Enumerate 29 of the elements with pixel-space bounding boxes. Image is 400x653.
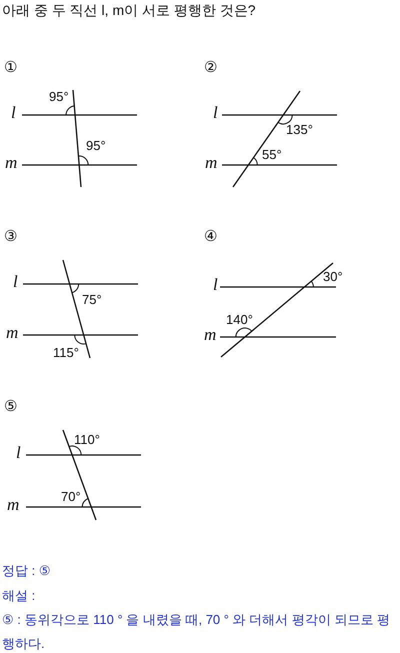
question-text: 아래 중 두 직선 l, m이 서로 평행한 것은? bbox=[2, 3, 256, 18]
option-number: ③ bbox=[4, 229, 18, 246]
angle-label: 115° bbox=[53, 346, 79, 360]
angle-label: 95° bbox=[49, 90, 69, 104]
option-number: ② bbox=[204, 60, 218, 76]
angle-label: 30° bbox=[323, 270, 343, 284]
angle-label: 110° bbox=[74, 433, 100, 448]
line-label: l bbox=[13, 273, 18, 292]
line-label: l bbox=[11, 104, 16, 123]
answer-text: 해설 : bbox=[2, 587, 36, 605]
line-label: m bbox=[205, 154, 218, 173]
angle-label: 55° bbox=[262, 148, 282, 162]
option-number: ① bbox=[4, 60, 18, 76]
angle-label: 135° bbox=[286, 123, 313, 138]
line-label: m bbox=[204, 326, 216, 345]
line-label: l bbox=[16, 444, 21, 463]
line-label: l bbox=[213, 104, 218, 123]
line-label: m bbox=[6, 324, 18, 343]
answer-text: 정답 : ⑤ bbox=[2, 562, 52, 580]
line-label: l bbox=[213, 276, 218, 295]
line-label: m bbox=[7, 496, 20, 515]
option-number: ⑤ bbox=[4, 399, 18, 416]
angle-label: 70° bbox=[61, 490, 81, 504]
angle-label: 75° bbox=[82, 293, 102, 308]
angle-label: 140° bbox=[226, 313, 253, 328]
line-label: m bbox=[5, 154, 18, 173]
angle-label: 95° bbox=[86, 139, 106, 154]
answer-text: ⑤ : 동위각으로 110 ° 을 내렸을 때, 70 ° 와 더해서 평각이 되므로 평행하다. bbox=[2, 611, 392, 653]
option-number: ④ bbox=[204, 229, 218, 246]
